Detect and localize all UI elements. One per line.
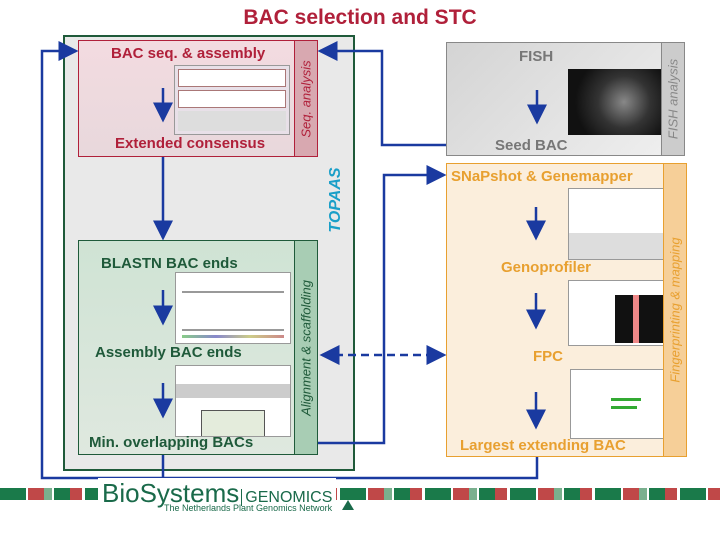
arrow-align-to-snapshot [318, 165, 447, 445]
logo-sub: GENOMICS [241, 489, 333, 506]
seq-analysis-strip: Seq. analysis [294, 41, 317, 156]
assembly-screenshot [174, 65, 290, 135]
genoprofiler-label: Genoprofiler [501, 259, 592, 276]
alignment-box: BLASTN BAC ends Assembly BAC ends Min. o… [78, 240, 318, 455]
blastn-bac-ends-label: BLASTN BAC ends [101, 255, 238, 272]
seed-bac-label: Seed BAC [495, 137, 568, 154]
triangle-logo-icon [342, 500, 354, 510]
assembly-bac-ends-label: Assembly BAC ends [95, 344, 242, 361]
min-overlapping-bacs-label: Min. overlapping BACs [89, 434, 254, 451]
bac-seq-assembly-label: BAC seq. & assembly [111, 45, 266, 62]
fish-label: FISH [519, 48, 554, 65]
arrow-seed-to-seq [317, 41, 446, 147]
fish-analysis-strip: FISH analysis [661, 43, 684, 155]
seq-analysis-box: BAC seq. & assembly Extended consensus S… [78, 40, 318, 157]
largest-extending-bac-label: Largest extending BAC [460, 437, 626, 454]
fish-box: FISH Seed BAC FISH analysis [446, 42, 685, 156]
footer-tagline: The Netherlands Plant Genomics Network [164, 503, 333, 513]
snapshot-genemapper-label: SNaPshot & Genemapper [451, 168, 633, 185]
assembly-ends-screenshot [175, 365, 291, 437]
logo-main: BioSystems [102, 478, 240, 508]
blastn-screenshot [175, 272, 291, 344]
arrow-loop-back [40, 41, 539, 480]
fpc-label: FPC [533, 348, 563, 365]
slide-title: BAC selection and STC [243, 6, 477, 29]
fingerprinting-strip: Fingerprinting & mapping [663, 164, 686, 456]
extended-consensus-label: Extended consensus [115, 135, 266, 152]
fingerprinting-box: SNaPshot & Genemapper Genoprofiler FPC L… [446, 163, 687, 457]
alignment-strip: Alignment & scaffolding [294, 241, 317, 454]
